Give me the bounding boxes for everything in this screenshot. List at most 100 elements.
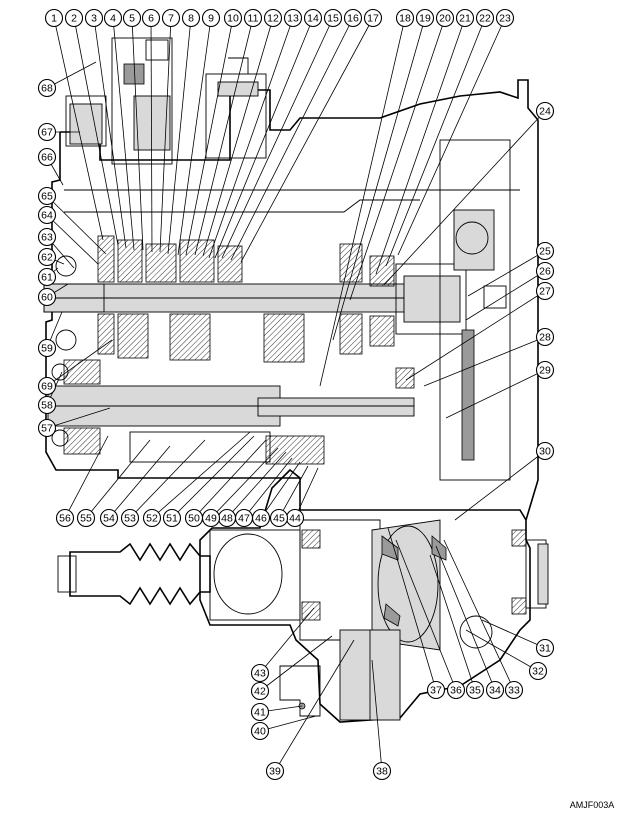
callout-label: 41: [254, 707, 266, 719]
leader-line-1: [53, 17, 104, 241]
callout-24: 24: [535, 101, 555, 121]
callout-67: 67: [37, 122, 57, 142]
callout-circle: [201, 8, 221, 28]
callout-33: 33: [504, 680, 524, 700]
leader-line-69: [46, 339, 113, 387]
leader-line-28: [423, 336, 546, 387]
leader-line-64: [46, 214, 99, 265]
callout-circle: [250, 702, 270, 722]
callout-label: 66: [41, 152, 53, 164]
callout-19: 19: [415, 8, 435, 28]
callout-26: 26: [535, 261, 555, 281]
callout-label: 20: [439, 13, 451, 25]
drive-shaft-right: [525, 539, 549, 609]
callout-label: 56: [59, 513, 71, 525]
callout-circle: [535, 101, 555, 121]
callout-label: 8: [188, 13, 194, 25]
callout-label: 22: [479, 13, 491, 25]
callout-circle: [142, 508, 162, 528]
callout-circle: [475, 8, 495, 28]
callout-label: 61: [41, 272, 53, 284]
callout-label: 4: [110, 13, 116, 25]
callout-circle: [269, 508, 289, 528]
callout-label: 59: [41, 343, 53, 355]
callout-22: 22: [475, 8, 495, 28]
callout-circle: [37, 147, 57, 167]
leader-line-17: [240, 17, 374, 263]
callout-circle: [535, 638, 555, 658]
callout-35: 35: [465, 680, 485, 700]
callout-11: 11: [243, 8, 263, 28]
input-shaft: [43, 235, 405, 363]
callout-38: 38: [372, 761, 392, 781]
callout-circle: [535, 261, 555, 281]
callout-label: 31: [539, 643, 551, 655]
callout-13: 13: [283, 8, 303, 28]
callout-label: 21: [459, 13, 471, 25]
callout-label: 60: [41, 292, 53, 304]
leader-line-54: [108, 445, 171, 519]
callout-label: 28: [539, 332, 551, 344]
leader-line-56: [64, 435, 109, 519]
callout-circle: [495, 8, 515, 28]
callout-label: 47: [238, 513, 250, 525]
callout-9: 9: [201, 8, 221, 28]
callout-29: 29: [535, 360, 555, 380]
callout-circle: [283, 8, 303, 28]
callout-label: 46: [255, 513, 267, 525]
callout-27: 27: [535, 281, 555, 301]
callout-42: 42: [250, 681, 270, 701]
leader-line-49: [210, 447, 279, 519]
callout-label: 36: [450, 685, 462, 697]
callout-4: 4: [103, 8, 123, 28]
callout-label: 26: [539, 266, 551, 278]
shift-housing: [65, 37, 267, 165]
leader-line-21: [375, 17, 466, 275]
callout-44: 44: [285, 508, 305, 528]
leader-lines: [46, 17, 546, 772]
callout-circle: [37, 338, 57, 358]
callout-39: 39: [265, 761, 285, 781]
callout-label: 35: [469, 685, 481, 697]
lower-housing: [279, 665, 321, 717]
leader-line-26: [465, 270, 546, 321]
callout-circle: [395, 8, 415, 28]
callout-label: 57: [41, 423, 53, 435]
callout-circle: [37, 376, 57, 396]
callout-43: 43: [250, 663, 270, 683]
leader-line-37: [387, 527, 437, 691]
callout-circle: [55, 508, 75, 528]
callout-68: 68: [37, 78, 57, 98]
callout-66: 66: [37, 147, 57, 167]
leader-line-24: [383, 110, 546, 286]
leader-line-15: [221, 17, 334, 259]
callout-circle: [37, 78, 57, 98]
callout-10: 10: [223, 8, 243, 28]
leader-line-31: [481, 619, 546, 649]
callout-48: 48: [217, 508, 237, 528]
callout-69: 69: [37, 376, 57, 396]
callout-circle: [535, 327, 555, 347]
callout-circle: [37, 122, 57, 142]
callout-50: 50: [184, 508, 204, 528]
callout-circle: [99, 508, 119, 528]
callout-12: 12: [263, 8, 283, 28]
callout-circle: [504, 680, 524, 700]
leader-line-39: [274, 639, 355, 772]
leader-line-32: [465, 629, 539, 672]
callout-label: 2: [71, 13, 77, 25]
callout-circle: [37, 205, 57, 225]
callout-64: 64: [37, 205, 57, 225]
callout-53: 53: [120, 508, 140, 528]
callout-circle: [465, 680, 485, 700]
callout-7: 7: [161, 8, 181, 28]
leader-line-55: [85, 439, 151, 519]
leader-line-9: [177, 17, 212, 256]
callout-label: 15: [327, 13, 339, 25]
leader-line-33: [443, 539, 515, 691]
leader-line-2: [73, 17, 119, 246]
callout-circle: [184, 508, 204, 528]
callout-circle: [37, 227, 57, 247]
callout-circle: [122, 8, 142, 28]
